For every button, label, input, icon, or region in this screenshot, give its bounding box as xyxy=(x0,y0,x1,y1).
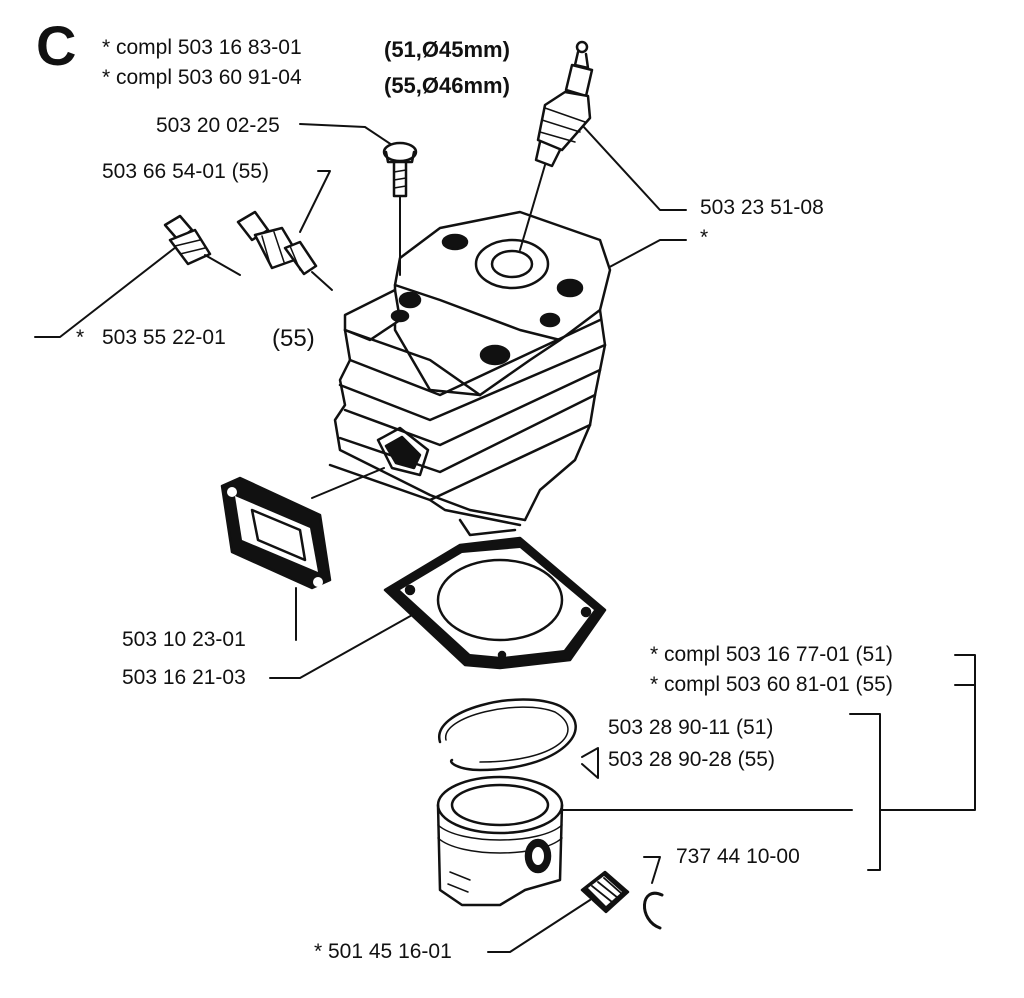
header-kit-2-spec: (55,Ø46mm) xyxy=(384,73,510,98)
label-needle-bearing: * 501 45 16-01 xyxy=(314,940,452,963)
section-letter: C xyxy=(36,14,77,77)
label-decomp-valve: 503 66 54-01 (55) xyxy=(102,160,269,183)
header-kit-1: * compl 503 16 83-01 xyxy=(102,36,302,59)
piston xyxy=(436,775,564,907)
decompression-valve xyxy=(236,210,333,291)
cylinder xyxy=(328,210,612,537)
label-bolt: 503 20 02-25 xyxy=(156,114,280,137)
label-spark-plug: 503 23 51-08 xyxy=(700,196,824,219)
label-piston-kit-2: * compl 503 60 81-01 (55) xyxy=(650,673,893,696)
label-cylinder: * xyxy=(700,226,709,249)
valve-kit xyxy=(163,214,241,276)
header-kit-2: * compl 503 60 91-04 xyxy=(102,66,302,89)
needle-bearing xyxy=(580,870,630,914)
label-valve-kit-star: * xyxy=(76,326,85,349)
cylinder-gasket xyxy=(383,536,607,670)
label-exhaust-gasket: 503 10 23-01 xyxy=(122,628,246,651)
label-ring-55: 503 28 90-28 (55) xyxy=(608,748,775,771)
piston-ring xyxy=(438,698,577,772)
label-ring-51: 503 28 90-11 (51) xyxy=(608,716,774,739)
label-piston-kit-1: * compl 503 16 77-01 (51) xyxy=(650,643,893,666)
bolt xyxy=(382,141,418,276)
leader-lines xyxy=(34,123,976,953)
circlip xyxy=(643,891,664,930)
spark-plug xyxy=(519,40,594,251)
label-circlip: 737 44 10-00 xyxy=(676,845,800,868)
label-valve-kit: 503 55 22-01 xyxy=(102,326,226,349)
label-valve-kit-note: (55) xyxy=(272,325,315,352)
label-cylinder-gasket: 503 16 21-03 xyxy=(122,666,246,689)
header-kit-1-spec: (51,Ø45mm) xyxy=(384,37,510,62)
exhaust-gasket xyxy=(220,476,332,590)
